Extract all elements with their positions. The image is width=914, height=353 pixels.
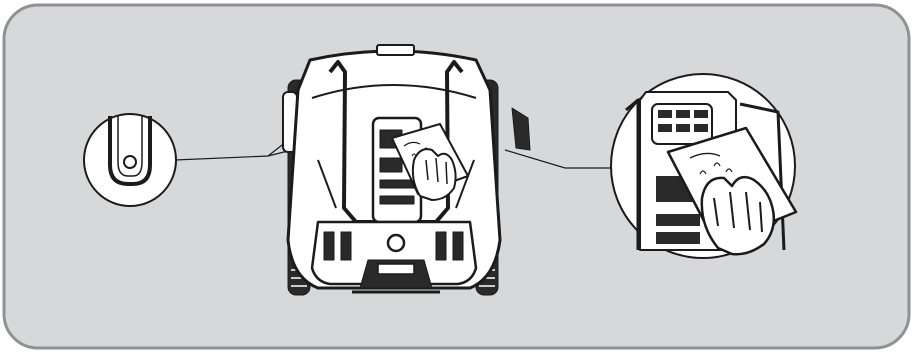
magnified-cleaning-callout	[611, 74, 796, 258]
sensor-detail-callout	[84, 114, 176, 206]
